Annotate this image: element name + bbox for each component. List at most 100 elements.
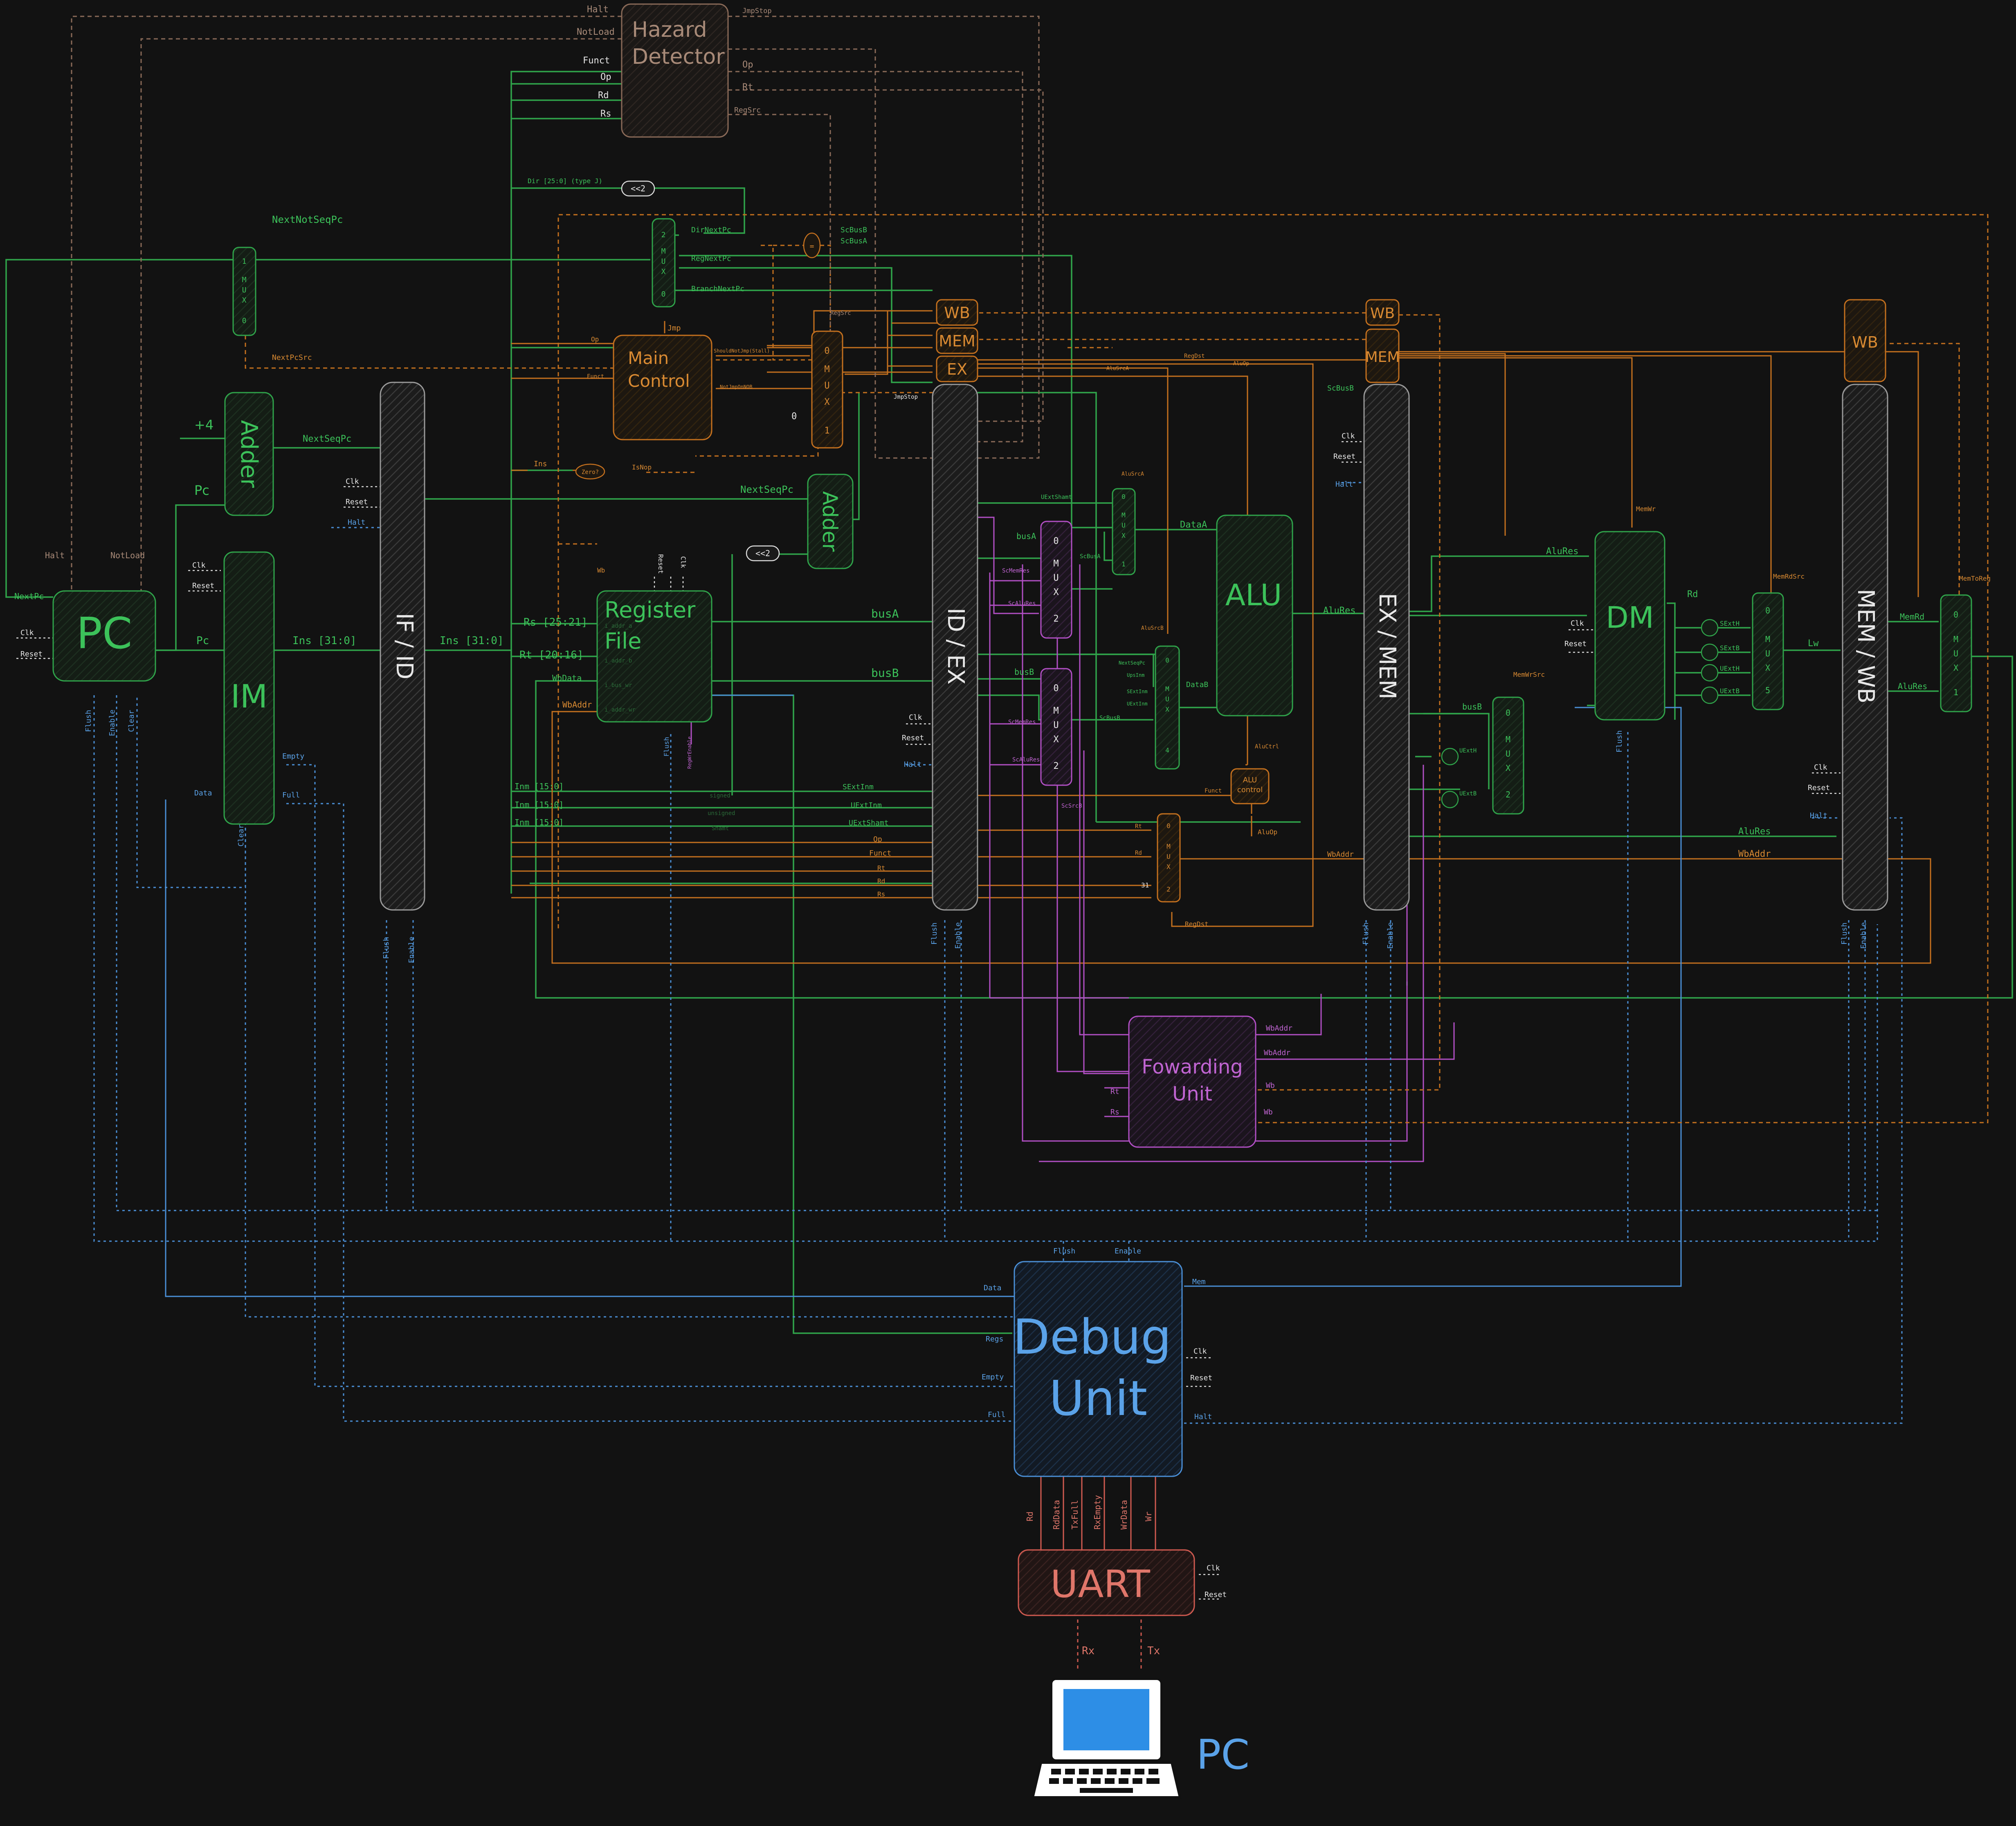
mux-nextpc-in1: 1 — [242, 257, 247, 266]
lbl-31: 31 — [1141, 881, 1149, 889]
lbl-flush-idex: Flush — [930, 923, 939, 945]
lbl-op-hd-out: Op — [742, 60, 753, 70]
ex-mem-title: EX / MEM — [1374, 593, 1400, 699]
lbl-reset-memwb: Reset — [1808, 784, 1830, 792]
mux-alusrcb-in0: 0 — [1165, 656, 1169, 664]
lbl-nextpc: NextPc — [14, 591, 44, 601]
lbl-halt-idex: Halt — [904, 760, 921, 769]
lbl-u-rddata: RdData — [1052, 1500, 1061, 1530]
lbl-op-mc: Op — [591, 335, 599, 343]
lbl-i-addr-wr: i_addr_wr — [605, 707, 636, 713]
lbl-uexth: UExtH — [1459, 748, 1477, 754]
lbl-signed: signed — [710, 793, 730, 799]
lbl-enable-idex: Enable — [954, 922, 962, 949]
mux-fwd-a-in0: 0 — [1053, 536, 1059, 546]
mux-branch-u: U — [661, 257, 666, 266]
lbl-inm2: Inm [15:0] — [515, 800, 564, 810]
mux-stall-in0: 0 — [824, 346, 829, 356]
lbl-uexth-dm: UExtH — [1720, 665, 1740, 672]
lbl-unsigned: unsigned — [708, 810, 735, 817]
lbl-uextinm-b: UExtInm — [1127, 701, 1148, 707]
lbl-memtoreg: MemToReg — [1959, 575, 1991, 582]
lbl-dbg-halt: Halt — [1194, 1413, 1212, 1421]
lbl-busb: busB — [871, 666, 899, 680]
lbl-sextinm: SExtInm — [843, 783, 874, 791]
mux-fwd-b-m: M — [1053, 706, 1059, 716]
lbl-alusrca: AluSrcA — [1121, 471, 1144, 477]
mux-alusrca-in0: 0 — [1121, 493, 1126, 501]
mux-nextpc-in0: 0 — [242, 317, 247, 325]
lbl-funct-hd: Funct — [583, 56, 610, 66]
lbl-inm3: Inm [15:0] — [515, 818, 564, 827]
lbl-notjmp: NotJmpOnNOB — [720, 384, 752, 390]
mux-memrdsrc-m: M — [1765, 634, 1770, 644]
mux-nextpc-m: M — [242, 276, 247, 284]
wires-brown-dashed — [72, 16, 1043, 593]
lbl-i-bus-wr: i_bus_wr — [605, 682, 632, 689]
lbl-flush-dm: Flush — [1615, 730, 1624, 752]
lbl-halt-memwb: Halt — [1810, 811, 1827, 820]
lbl-rs-low: Rs — [877, 890, 885, 898]
lbl-u-wrdata: WrData — [1119, 1500, 1129, 1530]
lbl-reset-im: Reset — [192, 582, 214, 590]
alu: ALU — [1217, 515, 1292, 716]
mux-fwd-a-x: X — [1053, 587, 1059, 597]
lbl-inm1: Inm [15:0] — [515, 782, 564, 791]
mux-stall-m: M — [824, 364, 829, 375]
lbl-aluctrl: AluCtrl — [1255, 743, 1279, 750]
lbl-aluop: AluOp — [1258, 828, 1277, 836]
uart-title: UART — [1050, 1562, 1151, 1606]
lbl-halt-top: Halt — [587, 4, 609, 15]
mux-stall-in1: 1 — [824, 426, 829, 436]
mux-alusrcb-x: X — [1165, 705, 1169, 713]
lbl-reset-pc: Reset — [20, 650, 43, 658]
lbl-flush-pc: Flush — [84, 710, 93, 732]
mux-memtoreg-x: X — [1953, 663, 1958, 673]
hazard-detector: HazardDetector — [622, 4, 728, 137]
mux-regdst-in0: 0 — [1166, 822, 1171, 830]
lbl-clk-memwb: Clk — [1814, 763, 1827, 772]
mux-memwrsrc-in0: 0 — [1506, 708, 1510, 718]
lbl-uextb-dm: UExtB — [1720, 687, 1740, 695]
lbl-rs-f: Rs — [1110, 1108, 1119, 1116]
lbl-uextshamt: UExtShamt — [849, 819, 889, 827]
mux-memtoreg-in1: 1 — [1953, 687, 1958, 697]
if-id-register: IF / ID — [380, 382, 425, 910]
lbl-clk-rf: Clk — [679, 556, 687, 568]
lbl-alusrca-top: AluSrcA — [1106, 366, 1129, 372]
lbl-rt-hd-out: Rt — [742, 82, 753, 92]
lbl-i-addr-b: i_addr_b — [605, 658, 632, 664]
lbl-rd-dm: Rd — [1687, 589, 1698, 600]
lbl-nextseqpc-b: NextSeqPc — [1119, 660, 1145, 666]
mux-memwrsrc-in2: 2 — [1506, 790, 1510, 800]
shift-left-dir-label: <<2 — [631, 184, 645, 193]
lbl-dbg-regs: Regs — [986, 1335, 1003, 1343]
lbl-u-reset: Reset — [1205, 1590, 1227, 1599]
mux-alusrca-x: X — [1121, 532, 1126, 539]
mux-fwd-a-m: M — [1053, 559, 1059, 569]
wires-red-dashed — [1078, 1619, 1141, 1669]
alu-title: ALU — [1225, 578, 1282, 612]
lbl-wb-f1: Wb — [1266, 1081, 1275, 1090]
mux-regdst-u: U — [1166, 853, 1171, 860]
lbl-enable-exmem: Enable — [1386, 922, 1395, 949]
lbl-flush-memwb: Flush — [1840, 923, 1849, 945]
lbl-notload-top: NotLoad — [577, 27, 615, 37]
mux-memwrsrc-x: X — [1506, 763, 1510, 773]
lbl-reset-exmem: Reset — [1333, 452, 1355, 461]
lbl-branchnextpc: BranchNextPc — [691, 285, 744, 293]
lbl-memwr: MemWr — [1636, 505, 1656, 513]
lbl-op-hd: Op — [600, 72, 611, 82]
mux-memrdsrc-in0: 0 — [1765, 606, 1770, 615]
lbl-halt-exmem: Halt — [1335, 480, 1353, 489]
lbl-scbusa2: ScBusA — [1080, 553, 1101, 560]
lbl-dbg-full: Full — [988, 1410, 1005, 1419]
lbl-tx: Tx — [1147, 1645, 1160, 1657]
main-control: MainControl — [614, 335, 712, 440]
lbl-uextshamt2: UExtShamt — [1041, 494, 1072, 501]
adder-pc4: Adder — [225, 393, 273, 515]
lbl-scmemres-a: ScMemRes — [1002, 568, 1029, 574]
lbl-dbg-flush: Flush — [1053, 1247, 1075, 1256]
adder-branch-title: Adder — [818, 491, 842, 552]
mux-branch-in0: 0 — [661, 290, 666, 299]
